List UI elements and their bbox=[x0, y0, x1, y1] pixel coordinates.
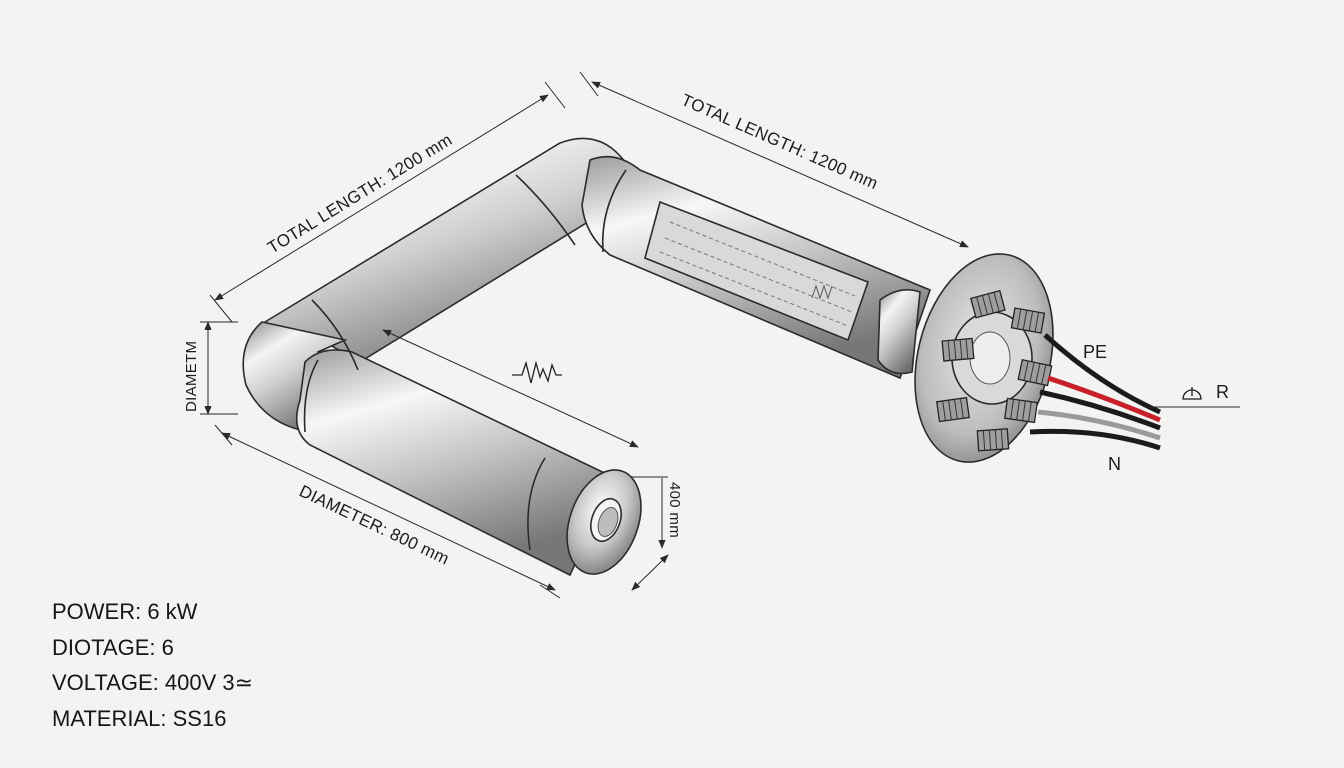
wire-label-n: N bbox=[1108, 454, 1121, 474]
wire-black bbox=[1029, 428, 1161, 451]
extension-line bbox=[579, 71, 599, 97]
terminal-icon bbox=[1182, 389, 1202, 400]
extension-line bbox=[214, 424, 233, 446]
wire-red bbox=[1047, 375, 1161, 423]
flange-collar bbox=[877, 289, 921, 375]
coil-mark bbox=[811, 284, 833, 300]
dim-line-total-length-right bbox=[591, 81, 969, 248]
flange-bolts bbox=[935, 289, 1053, 452]
dim-line-end-diameter-lower bbox=[631, 554, 669, 591]
tube-segment-upper bbox=[258, 137, 642, 363]
bolt-icon bbox=[941, 337, 975, 362]
wire-label-pe: PE bbox=[1083, 342, 1107, 362]
squiggle-symbol-icon bbox=[512, 360, 562, 384]
dim-line-diameter-bottom bbox=[221, 432, 556, 591]
wire-grey bbox=[1037, 409, 1161, 441]
bolt-icon bbox=[1003, 397, 1038, 424]
inner-element-line bbox=[664, 237, 853, 313]
bolt-icon bbox=[1017, 358, 1053, 387]
wire-black bbox=[1039, 389, 1161, 431]
power-wires bbox=[1029, 333, 1240, 451]
seam-ring bbox=[311, 299, 359, 371]
total-length-right-label: TOTAL LENGTH: 1200 mm bbox=[678, 90, 881, 193]
spec-voltage: VOLTAGE: 400V 3≃ bbox=[52, 670, 254, 695]
dimension-lines bbox=[200, 71, 969, 599]
inner-element-line bbox=[669, 221, 856, 297]
end-diameter-label: 400 mm bbox=[666, 482, 683, 538]
extension-line bbox=[539, 584, 561, 599]
wire-black bbox=[1043, 333, 1162, 415]
inner-element-line bbox=[659, 251, 849, 327]
dim-line-inner bbox=[382, 329, 639, 448]
diameter-vertical-label: DIAMETM bbox=[183, 341, 200, 412]
r-terminal: R bbox=[1182, 382, 1229, 402]
bolt-icon bbox=[970, 289, 1006, 319]
spec-diotage: DIOTAGE: 6 bbox=[52, 634, 174, 660]
bolt-icon bbox=[935, 396, 970, 423]
wire-label-r: R bbox=[1216, 382, 1229, 402]
extension-line bbox=[209, 294, 233, 323]
bolt-icon bbox=[976, 428, 1010, 452]
dim-line-total-length-left bbox=[214, 94, 549, 301]
spec-power: POWER: 6 kW bbox=[52, 599, 198, 624]
end-cap bbox=[566, 469, 642, 575]
bolt-icon bbox=[1010, 307, 1046, 334]
seam-ring bbox=[303, 359, 319, 433]
spec-list: POWER: 6 kW DIOTAGE: 6 VOLTAGE: 400V 3≃ … bbox=[52, 594, 253, 736]
extension-line bbox=[544, 81, 566, 109]
spec-material: MATERIAL: SS16 bbox=[52, 705, 227, 731]
